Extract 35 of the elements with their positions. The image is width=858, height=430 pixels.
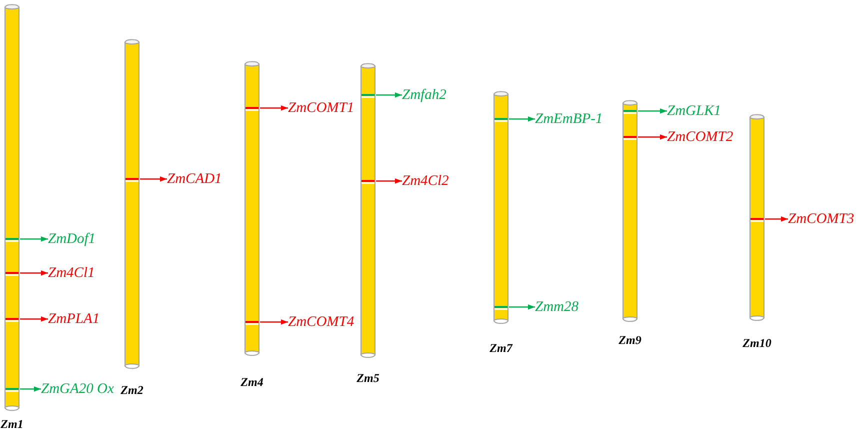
chromosome-label: Zm5 bbox=[356, 371, 380, 385]
arrow bbox=[509, 304, 535, 310]
arrow bbox=[765, 216, 788, 222]
arrow bbox=[638, 134, 667, 140]
chromosome-label: Zm10 bbox=[742, 336, 772, 350]
arrow bbox=[260, 319, 288, 325]
gene-label: ZmCOMT2 bbox=[667, 128, 734, 146]
chromosome-label: Zm9 bbox=[618, 333, 642, 347]
gene-label: Zmm28 bbox=[535, 298, 579, 316]
arrow bbox=[20, 270, 48, 276]
gene-label: ZmCOMT4 bbox=[288, 313, 354, 331]
gene-label: ZmCAD1 bbox=[167, 170, 222, 188]
arrow bbox=[376, 92, 402, 98]
chromosome-label: Zm7 bbox=[490, 341, 512, 355]
arrow bbox=[20, 236, 48, 242]
gene-label: Zm4Cl1 bbox=[48, 264, 95, 282]
arrow bbox=[509, 116, 535, 122]
arrow bbox=[20, 316, 48, 322]
arrow bbox=[140, 176, 167, 182]
gene-label: ZmEmBP-1 bbox=[535, 110, 603, 128]
gene-label: ZmGLK1 bbox=[667, 102, 721, 120]
arrow bbox=[260, 105, 288, 111]
arrow bbox=[20, 386, 41, 392]
gene-label: ZmCOMT3 bbox=[788, 210, 854, 228]
arrow bbox=[376, 178, 402, 184]
chromosome-label: Zm2 bbox=[120, 383, 144, 397]
gene-label: ZmPLA1 bbox=[48, 310, 100, 328]
gene-label: ZmCOMT1 bbox=[288, 99, 354, 117]
gene-label: Zmfah2 bbox=[402, 86, 446, 104]
gene-label: ZmGA20 Ox bbox=[41, 380, 114, 398]
gene-label: Zm4Cl2 bbox=[402, 172, 449, 190]
gene-label: ZmDof1 bbox=[48, 230, 96, 248]
chromosome-label: Zm4 bbox=[240, 375, 264, 389]
arrow bbox=[638, 108, 667, 114]
chromosome-label: Zm1 bbox=[0, 417, 24, 430]
